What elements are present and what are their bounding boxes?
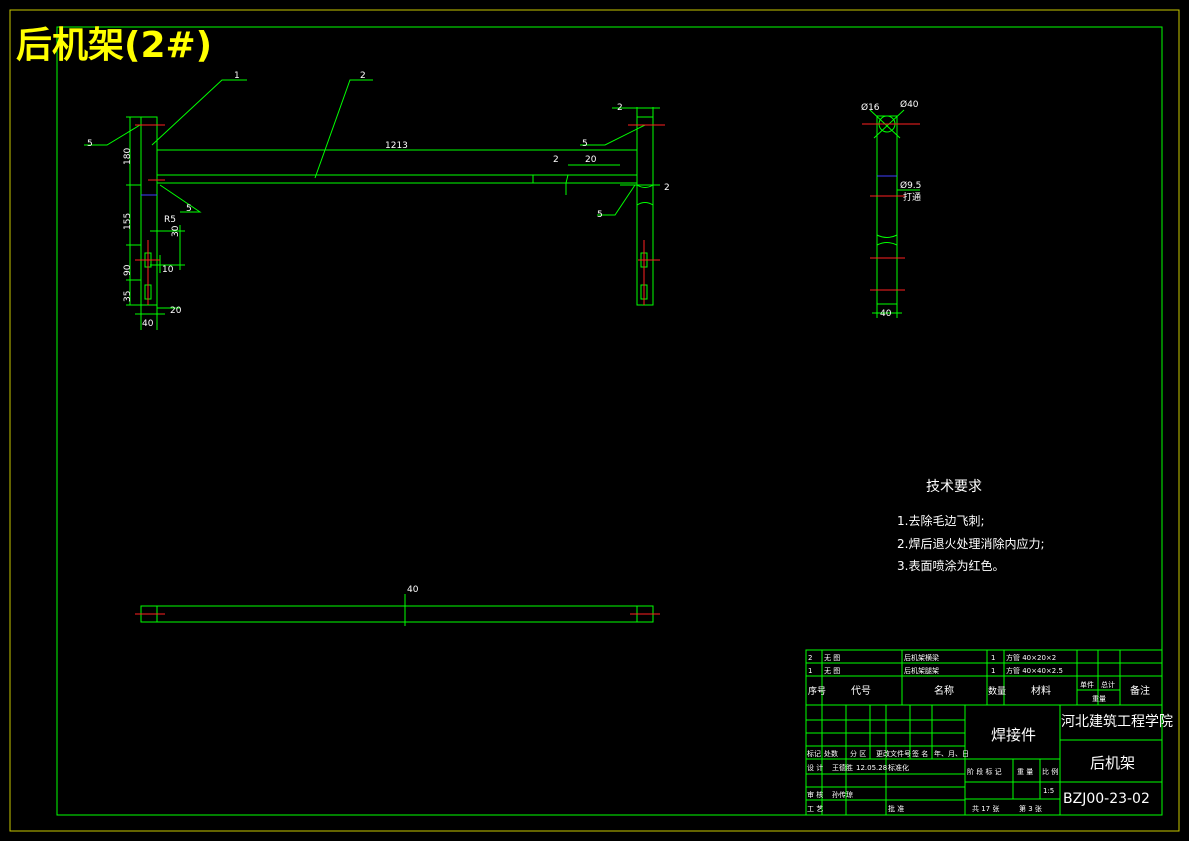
tech-item-2: 2.焊后退火处理消除内应力; — [897, 536, 1045, 551]
part-row-1-code: 无 图 — [824, 667, 840, 675]
tech-item-1: 1.去除毛边飞刺; — [897, 513, 985, 528]
leader-part2 — [314, 79, 373, 179]
leader-part1 — [151, 79, 247, 146]
stage-label: 阶 段 标 记 — [967, 767, 1002, 776]
outer-frame — [9, 9, 1180, 832]
scale-value: 1:5 — [1043, 787, 1054, 795]
school-name: 河北建筑工程学院 — [1061, 714, 1173, 730]
dim-30: 30 — [171, 225, 181, 237]
drill-through-note: 打通 — [903, 191, 921, 203]
header-unit: 单件 — [1080, 680, 1094, 689]
header-total: 总计 — [1101, 680, 1115, 689]
title-block — [805, 649, 1163, 816]
mark-label-2: 分 区 — [850, 749, 866, 758]
part-row-1-name: 后机架腿架 — [904, 666, 939, 675]
dim-10: 10 — [162, 265, 174, 275]
dia-16: Ø16 — [861, 102, 880, 113]
header-weight: 重量 — [1092, 695, 1106, 703]
top-beam — [140, 605, 654, 623]
part-row-2-qty: 1 — [991, 654, 995, 662]
dim-2-mid: 2 — [553, 155, 559, 165]
drawing-title: 后机架(2#) — [16, 25, 212, 66]
mark-label-3: 更改文件号 — [876, 749, 911, 758]
left-leg — [140, 116, 158, 306]
dim-155: 155 — [123, 213, 133, 230]
dim-40-side: 40 — [880, 309, 892, 319]
leader-label-1: 1 — [234, 71, 240, 81]
dia-9-5: Ø9.5 — [900, 180, 921, 191]
approve-label: 批 准 — [888, 804, 904, 813]
leader-label-2: 2 — [360, 71, 366, 81]
designer: 王德胜 — [832, 763, 853, 772]
part-row-1-material: 方管 40×40×2.5 — [1006, 666, 1063, 675]
weight-label: 重 量 — [1017, 768, 1033, 776]
side-centerlines — [862, 123, 920, 291]
dim-180: 180 — [123, 148, 133, 165]
mark-label-5: 年、月、日 — [934, 749, 969, 758]
side-tube — [876, 115, 898, 305]
dim-r5: R5 — [164, 215, 176, 225]
scale-label: 比 例 — [1042, 767, 1058, 776]
side-view — [869, 109, 920, 318]
header-remark: 备注 — [1130, 684, 1150, 697]
header-no: 序号 — [808, 685, 826, 697]
weld-label-3: 5 — [582, 139, 588, 149]
mark-label-4: 签 名 — [912, 749, 928, 758]
tech-heading: 技术要求 — [926, 479, 982, 495]
dia-40: Ø40 — [900, 99, 919, 110]
tech-item-3: 3.表面喷涂为红色。 — [897, 558, 1004, 573]
front-view — [84, 79, 660, 330]
part-row-1-no: 1 — [808, 667, 812, 675]
header-qty: 数量 — [988, 685, 1006, 697]
part-row-2-name: 后机架横梁 — [904, 653, 939, 662]
dim-20-right: 20 — [585, 155, 597, 165]
dim-1213: 1213 — [385, 141, 408, 151]
review-label: 审 核 — [807, 790, 823, 799]
dim-35: 35 — [123, 291, 133, 302]
dim-2-top: 2 — [617, 103, 623, 113]
crossbeam — [156, 174, 638, 184]
design-date: 12.05.28 — [856, 764, 887, 772]
part-row-2-code: 无 图 — [824, 654, 840, 662]
weld-label-4: 5 — [597, 210, 603, 220]
mark-label-0: 标记 — [807, 749, 821, 758]
dim-20-front: 20 — [170, 306, 182, 316]
front-centerlines — [135, 124, 665, 305]
part-row-1-qty: 1 — [991, 667, 995, 675]
standard-label: 标准化 — [888, 763, 909, 772]
header-code: 代号 — [851, 685, 871, 697]
mark-label-1: 处数 — [824, 749, 838, 758]
header-name: 名称 — [934, 684, 954, 697]
beam-section-mark — [532, 174, 569, 184]
sheet-total: 共 17 张 — [972, 804, 999, 813]
design-label: 设 计 — [807, 763, 823, 772]
part-row-2-material: 方管 40×20×2 — [1006, 653, 1056, 662]
part-row-2-no: 2 — [808, 654, 812, 662]
dim-90: 90 — [123, 264, 133, 276]
reviewer: 孙传琼 — [832, 790, 853, 799]
weld-label-2: 5 — [186, 204, 192, 214]
weld-label-1: 5 — [87, 139, 93, 149]
right-leg — [636, 116, 654, 306]
header-material: 材料 — [1031, 684, 1051, 697]
top-view — [140, 594, 654, 626]
drawing-number: BZJ00-23-02 — [1063, 791, 1150, 807]
dim-2-right: 2 — [664, 183, 670, 193]
inner-frame — [56, 26, 1163, 816]
dim-40-top: 40 — [407, 585, 419, 595]
dim-40-front: 40 — [142, 319, 154, 329]
sheet-no: 第 3 张 — [1019, 804, 1042, 813]
process-label: 工 艺 — [807, 805, 823, 813]
part-name: 后机架 — [1090, 754, 1135, 772]
category: 焊接件 — [991, 726, 1036, 744]
